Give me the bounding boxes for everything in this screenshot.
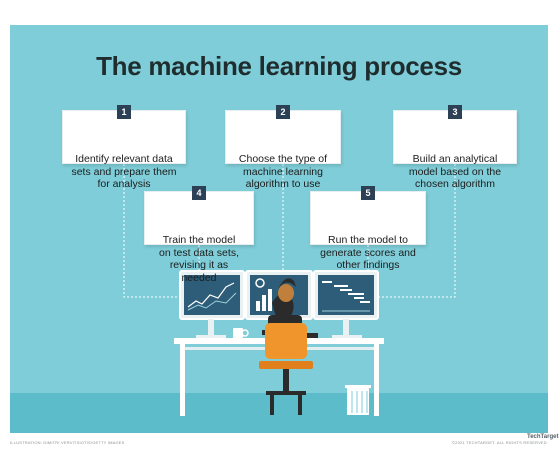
step-4-text: Train the model on test data sets, revis… [159, 234, 239, 284]
step-5-box: 5 Run the model to generate scores and o… [310, 186, 426, 271]
wastebasket-icon [345, 385, 371, 415]
diagram-panel: The machine learning process 1 Identify … [10, 25, 548, 433]
step-1-text: Identify relevant data sets and prepare … [71, 153, 177, 190]
diagram-title: The machine learning process [96, 51, 462, 81]
mug-icon [233, 328, 249, 338]
connector-lines [123, 164, 456, 416]
step-4-box: 4 Train the model on test data sets, rev… [144, 186, 254, 284]
step-3-box: 3 Build an analytical model based on the… [393, 105, 517, 190]
floor [10, 393, 548, 433]
connector-step-1 [123, 164, 210, 298]
step-2-text: Choose the type of machine learning algo… [238, 153, 328, 190]
chair [259, 323, 313, 415]
step-2-box: 2 Choose the type of machine learning al… [225, 105, 341, 190]
step-5-text: Run the model to generate scores and oth… [320, 234, 416, 271]
connector-step-3 [355, 164, 456, 298]
step-1-box: 1 Identify relevant data sets and prepar… [62, 105, 186, 190]
techtarget-logo: TechTarget [527, 434, 559, 440]
step-3-text: Build an analytical model based on the c… [408, 153, 502, 190]
copyright-notice: ©2021 TECHTARGET. ALL RIGHTS RESERVED [452, 440, 547, 445]
monitor-right [313, 270, 379, 338]
monitor-left [179, 270, 245, 338]
step-3-badge: 3 [448, 105, 462, 119]
step-1-badge: 1 [117, 105, 131, 119]
step-5-badge: 5 [361, 186, 375, 200]
step-4-badge: 4 [192, 186, 206, 200]
step-2-badge: 2 [276, 105, 290, 119]
illustration-credit: ILLUSTRATION: DIMITRI VERVITSIOTIS/GETTY… [10, 440, 125, 445]
